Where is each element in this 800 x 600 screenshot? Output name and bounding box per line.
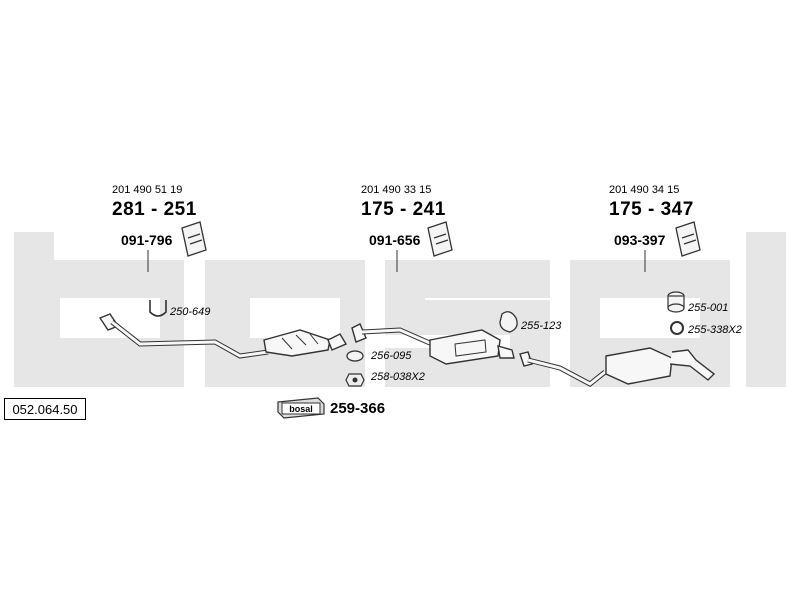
part-number-1: 281 - 251 [112,199,197,220]
gasket-ring-icon [346,350,364,362]
nut-label: 258-038X2 [371,371,425,383]
u-clamp-icon [149,300,167,317]
hanger-icon [499,311,518,333]
mount-bracket-icon [181,221,207,257]
ring-icon [670,321,684,335]
hanger-label: 255-123 [521,320,562,332]
assembly-kit-number: 259-366 [330,400,386,417]
rubber-mount-icon [667,291,685,313]
ring-label: 255-338X2 [688,324,742,336]
nut-icon [345,373,365,387]
middle-pipe [351,323,515,365]
front-pipe [98,313,348,359]
mount-number-3: 093-397 [614,232,666,248]
part-number-2: 175 - 241 [361,199,446,220]
rear-silencer [519,347,716,387]
mount-number-1: 091-796 [121,232,173,248]
mount-number-2: 091-656 [369,232,421,248]
oe-number-2: 201 490 33 15 [361,184,432,196]
leader-lines [147,250,646,272]
mount-bracket-icon [427,221,453,257]
mount-bracket-icon [675,221,701,257]
gasket-ring-label: 256-095 [371,350,412,362]
brand-watermark [14,232,786,387]
catalog-number: 052.064.50 [4,398,86,420]
oe-number-1: 201 490 51 19 [112,184,183,196]
rubber-mount-label: 255-001 [688,302,729,314]
assembly-kit-box: bosal [277,397,325,419]
u-clamp-label: 250-649 [170,306,211,318]
assembly-kit-logo-text: bosal [289,404,313,414]
part-number-3: 175 - 347 [609,199,694,220]
oe-number-3: 201 490 34 15 [609,184,680,196]
